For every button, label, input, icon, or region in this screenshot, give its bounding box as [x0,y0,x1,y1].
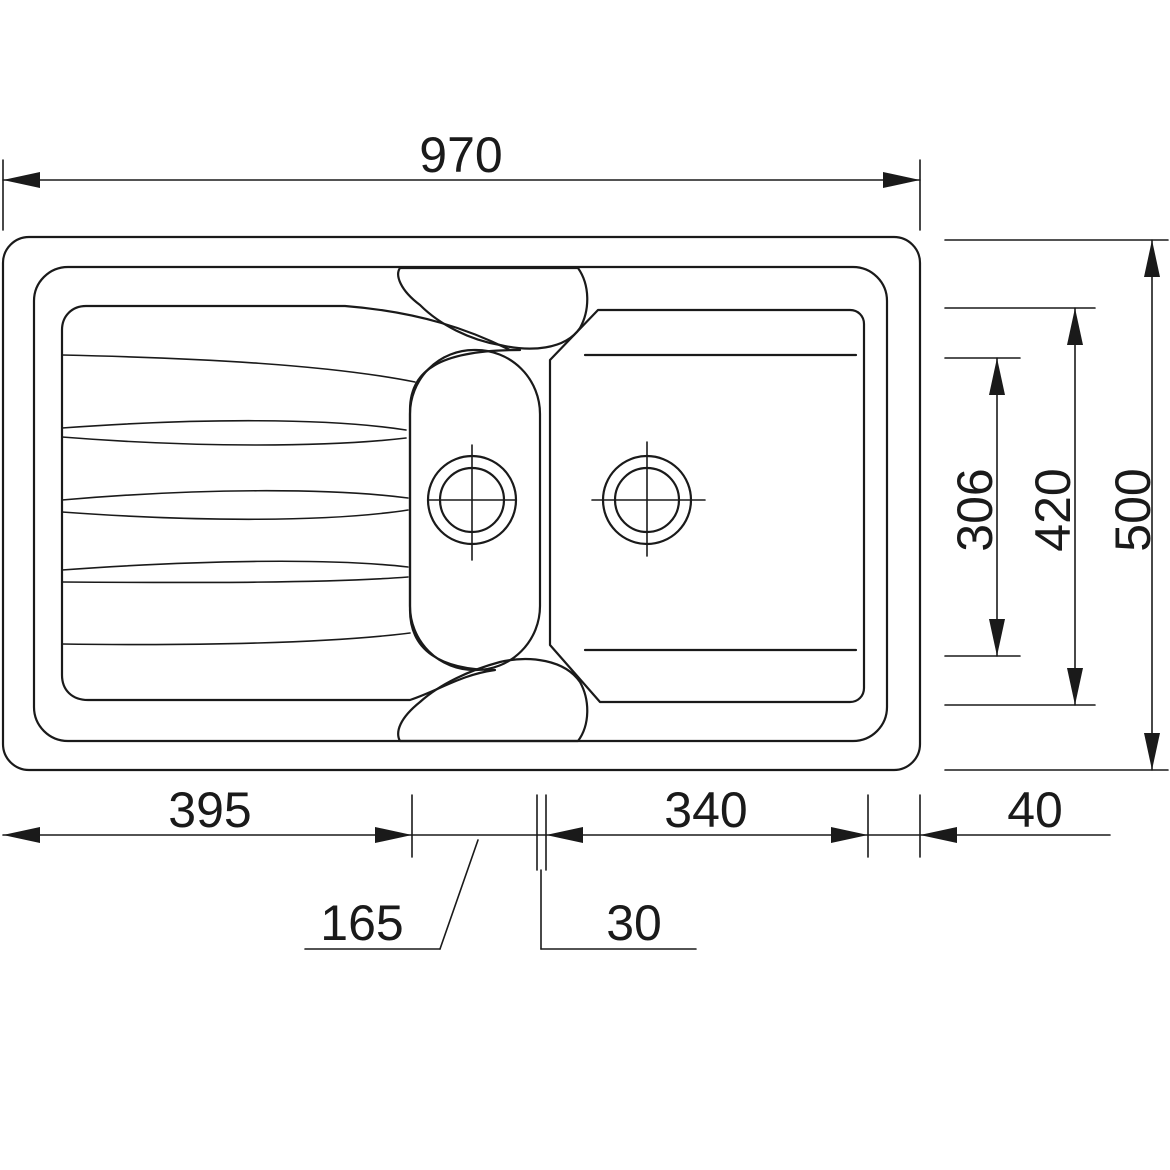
drainer-groove-3 [61,436,407,446]
arrowhead [3,172,40,188]
drainer-groove-7 [61,576,409,584]
dimension-label-420: 420 [1025,468,1081,551]
drainer-board [60,304,522,702]
leader-line [439,839,479,950]
drainer-groove-1 [61,354,416,383]
main-bowl-outline [548,308,866,704]
arrowhead [989,619,1005,656]
top-tap-ledge [397,266,589,350]
dimension-label-340: 340 [664,782,747,838]
arrowhead [1144,240,1160,277]
drainer-groove-2 [61,419,407,431]
arrowhead [883,172,920,188]
tap-ledges [397,266,589,743]
sink-inner-rim [32,265,889,743]
drainer-groove-6 [61,560,409,571]
dimension-label-40: 40 [1007,782,1063,838]
dimension-label-165: 165 [320,895,403,951]
drainer-groove-5 [61,509,409,521]
arrowhead [375,827,412,843]
arrowhead [920,827,957,843]
arrowhead [3,827,40,843]
bottom-dimension-chain: 395 340 40 [2,782,1111,871]
small-bowl-outline [408,348,542,672]
dimension-label-970: 970 [419,127,502,183]
dimension-label-500: 500 [1105,468,1161,551]
dimension-bowl-gap: 30 [540,869,697,951]
dimension-overall-depth: 500 [944,239,1169,771]
dimension-label-306: 306 [947,468,1003,551]
arrowhead [1067,668,1083,705]
dimension-label-30: 30 [606,895,662,951]
dimension-overall-width: 970 [2,127,921,231]
arrowhead [989,358,1005,395]
drainer-groove-4 [61,489,409,501]
dimension-label-395: 395 [168,782,251,838]
drainer-groove-8 [61,632,411,646]
sink-outline [1,235,922,772]
arrowhead [546,827,583,843]
bottom-tap-ledge [397,657,589,743]
sink-outer-rim [1,235,922,772]
dimension-bowl-depth-inner: 306 [944,357,1021,657]
dimension-small-bowl-width: 165 [304,839,479,951]
arrowhead [1144,733,1160,770]
main-bowl [548,308,866,704]
arrowhead [1067,308,1083,345]
arrowhead [831,827,868,843]
dimension-bowl-depth-outer: 420 [944,307,1096,706]
small-bowl [408,348,542,672]
